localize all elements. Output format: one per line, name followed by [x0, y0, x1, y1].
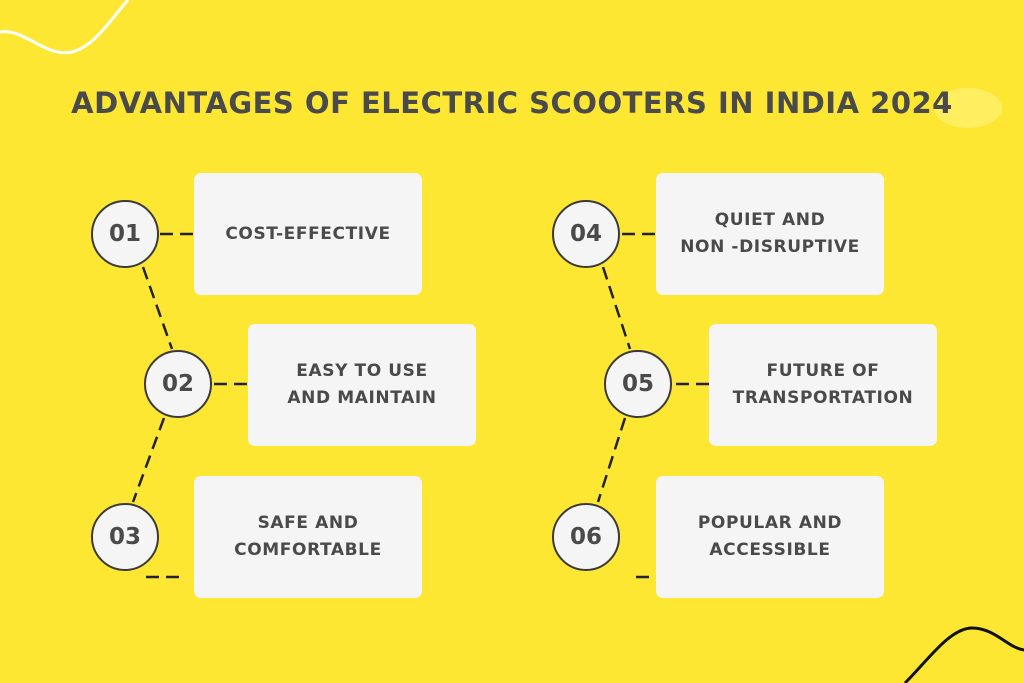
- number-badge-03: 03: [91, 503, 159, 571]
- badge-number: 06: [569, 524, 602, 550]
- number-badge-04: 04: [552, 200, 620, 268]
- badge-number: 01: [108, 221, 141, 247]
- badge-number: 02: [161, 371, 194, 397]
- card-cost-effective: COST-EFFECTIVE: [194, 173, 422, 295]
- connector-lines: [131, 232, 710, 579]
- number-badge-05: 05: [604, 350, 672, 418]
- number-badge-02: 02: [144, 350, 212, 418]
- badge-number: 04: [569, 221, 602, 247]
- card-future-of-transportation: FUTURE OF TRANSPORTATION: [709, 324, 937, 446]
- card-label: COST-EFFECTIVE: [225, 223, 391, 244]
- badge-number: 03: [108, 524, 141, 550]
- decorative-curve-top: [0, 0, 130, 55]
- page-title: ADVANTAGES OF ELECTRIC SCOOTERS IN INDIA…: [71, 86, 953, 120]
- connector-01-02: [141, 266, 174, 350]
- connector-04-05: [601, 266, 632, 350]
- badge-number: 05: [621, 371, 654, 397]
- connector-05-06: [596, 417, 627, 503]
- card-label: SAFE AND COMFORTABLE: [234, 513, 382, 560]
- card-safe-and-comfortable: SAFE AND COMFORTABLE: [194, 476, 422, 598]
- card-popular-and-accessible: POPULAR AND ACCESSIBLE: [656, 476, 884, 598]
- card-label: POPULAR AND ACCESSIBLE: [697, 513, 843, 560]
- number-badge-06: 06: [552, 503, 620, 571]
- card-easy-to-use: EASY TO USE AND MAINTAIN: [248, 324, 476, 446]
- decorative-blob: [934, 88, 1002, 128]
- decorative-curve-bottom: [903, 626, 1024, 683]
- card-label: QUIET AND NON -DISRUPTIVE: [680, 210, 860, 257]
- connector-02-03: [131, 417, 166, 503]
- card-label: FUTURE OF TRANSPORTATION: [732, 361, 914, 408]
- card-label: EASY TO USE AND MAINTAIN: [287, 361, 437, 408]
- number-badge-01: 01: [91, 200, 159, 268]
- card-quiet: QUIET AND NON -DISRUPTIVE: [656, 173, 884, 295]
